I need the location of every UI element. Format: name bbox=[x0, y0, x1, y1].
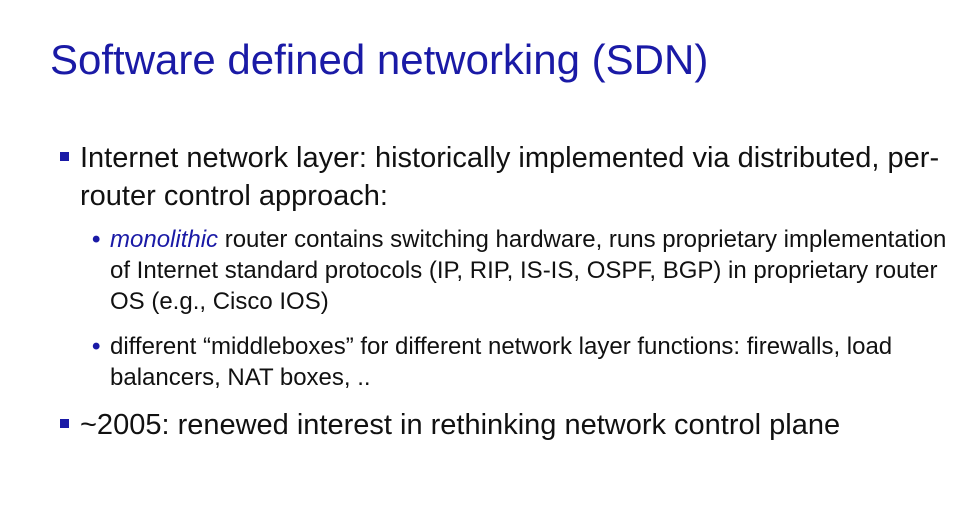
bullet-internet-network-layer: Internet network layer: historically imp… bbox=[60, 139, 940, 215]
sub-bullet-body: router contains switching hardware, runs… bbox=[110, 226, 947, 315]
sub-bullet-middleboxes: • different “middleboxes” for different … bbox=[92, 331, 952, 393]
dot-bullet-icon: • bbox=[92, 333, 101, 360]
bullet-2005-renewed-interest: ~2005: renewed interest in rethinking ne… bbox=[60, 406, 940, 444]
dot-bullet-icon: • bbox=[92, 226, 101, 253]
sub-bullet-text: different “middleboxes” for different ne… bbox=[110, 333, 893, 391]
square-bullet-icon bbox=[60, 419, 69, 428]
sub-bullet-text: monolithic router contains switching har… bbox=[110, 224, 952, 317]
sub-bullet-monolithic: • monolithic router contains switching h… bbox=[92, 224, 952, 317]
bullet-text: Internet network layer: historically imp… bbox=[80, 142, 940, 212]
square-bullet-icon bbox=[60, 152, 69, 161]
bullet-text: ~2005: renewed interest in rethinking ne… bbox=[80, 409, 841, 441]
emphasis-monolithic: monolithic bbox=[110, 226, 219, 253]
slide-title: Software defined networking (SDN) bbox=[50, 36, 709, 83]
